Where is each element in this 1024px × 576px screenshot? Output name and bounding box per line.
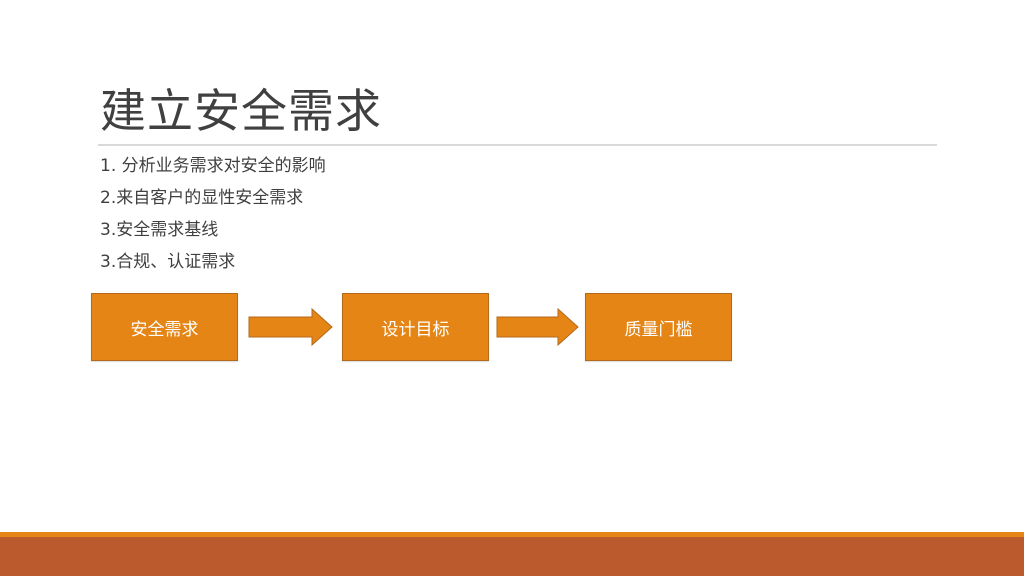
footer-accent-stripe xyxy=(0,532,1024,537)
right-arrow-icon xyxy=(248,308,334,346)
bullet-item: 2.来自客户的显性安全需求 xyxy=(100,188,304,208)
bullet-list: 1. 分析业务需求对安全的影响 2.来自客户的显性安全需求 3.安全需求基线 3… xyxy=(100,150,326,278)
flow-step-label: 质量门槛 xyxy=(624,319,693,340)
bullet-item: 3.合规、认证需求 xyxy=(100,252,236,272)
flow-step-label: 设计目标 xyxy=(381,319,450,340)
flow-step-quality-gate: 质量门槛 xyxy=(585,293,732,361)
bullet-item: 1. 分析业务需求对安全的影响 xyxy=(100,156,326,176)
title-divider xyxy=(98,144,937,146)
flow-step-security-requirements: 安全需求 xyxy=(91,293,238,361)
slide-title: 建立安全需求 xyxy=(100,84,382,138)
bullet-item: 3.安全需求基线 xyxy=(100,220,219,240)
flow-step-design-goals: 设计目标 xyxy=(342,293,489,361)
flow-step-label: 安全需求 xyxy=(130,319,199,340)
footer-bar xyxy=(0,537,1024,576)
right-arrow-icon xyxy=(496,308,580,346)
